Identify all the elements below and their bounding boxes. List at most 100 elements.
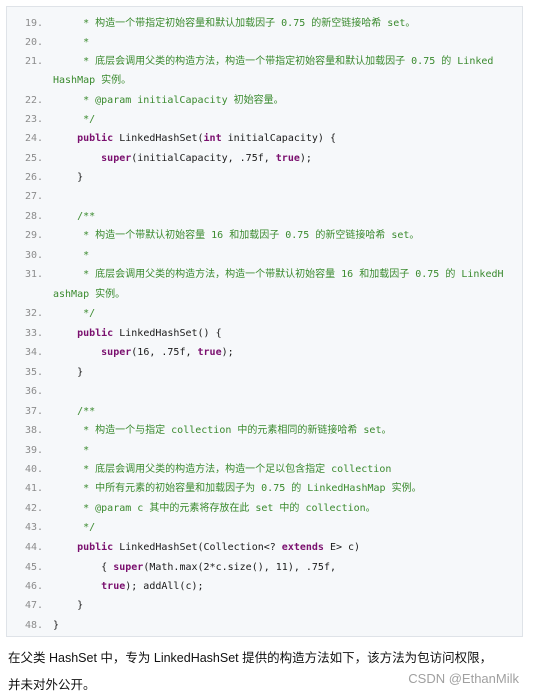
- code-token: LinkedHashSet(: [113, 133, 204, 144]
- code-text: }: [53, 596, 514, 616]
- code-text: ashMap 实例。: [53, 285, 514, 305]
- code-comment: * 中所有元素的初始容量和加载因子为 0.75 的 LinkedHashMap …: [53, 483, 422, 494]
- line-number: 42.: [25, 503, 44, 514]
- code-text: *: [53, 441, 514, 461]
- code-text: * 底层会调用父类的构造方法，构造一个足以包含指定 collection: [53, 460, 514, 480]
- code-comment: * 构造一个带默认初始容量 16 和加载因子 0.75 的新空链接哈希 set。: [53, 230, 420, 241]
- line-number: 29.: [25, 230, 44, 241]
- code-comment: * 构造一个与指定 collection 中的元素相同的新链接哈希 set。: [53, 425, 392, 436]
- code-comment: /**: [53, 211, 96, 222]
- code-comment: * 构造一个带指定初始容量和默认加载因子 0.75 的新空链接哈希 set。: [53, 18, 416, 29]
- code-comment: * 底层会调用父类的构造方法，构造一个足以包含指定 collection: [53, 464, 392, 475]
- code-token: );: [299, 153, 312, 164]
- code-text: public LinkedHashSet(int initialCapacity…: [53, 129, 514, 149]
- line-number: 22.: [25, 95, 44, 106]
- line-number: 40.: [25, 464, 44, 475]
- code-token: (16, .75f,: [131, 347, 198, 358]
- code-comment: * @param initialCapacity 初始容量。: [53, 95, 284, 106]
- line-number: 31.: [25, 269, 44, 280]
- code-keyword: public: [53, 328, 114, 339]
- code-keyword: public: [53, 542, 114, 553]
- code-keyword: true: [53, 581, 126, 592]
- watermark: CSDN @EthanMilk: [408, 671, 519, 686]
- code-text: */: [53, 518, 514, 538]
- code-text: * 底层会调用父类的构造方法，构造一个带默认初始容量 16 和加载因子 0.75…: [53, 265, 514, 285]
- code-keyword: true: [275, 153, 300, 164]
- line-number: 28.: [25, 211, 44, 222]
- code-text: * 中所有元素的初始容量和加载因子为 0.75 的 LinkedHashMap …: [53, 479, 514, 499]
- line-number: 38.: [25, 425, 44, 436]
- line-number: 33.: [25, 328, 44, 339]
- code-text: public LinkedHashSet(Collection<? extend…: [53, 538, 514, 558]
- code-comment: * 底层会调用父类的构造方法，构造一个带默认初始容量 16 和加载因子 0.75…: [53, 269, 504, 280]
- line-number: 43.: [25, 522, 44, 533]
- code-token: E> c): [323, 542, 361, 553]
- line-number: 46.: [25, 581, 44, 592]
- code-block: 19. * 构造一个带指定初始容量和默认加载因子 0.75 的新空链接哈希 se…: [6, 6, 523, 637]
- line-number: 25.: [25, 153, 44, 164]
- code-text: HashMap 实例。: [53, 71, 514, 91]
- line-number: 37.: [25, 406, 44, 417]
- code-text: super(16, .75f, true);: [53, 343, 514, 363]
- code-comment: */: [53, 114, 96, 125]
- line-number: 24.: [25, 133, 44, 144]
- line-number: 20.: [25, 37, 44, 48]
- line-number: 41.: [25, 483, 44, 494]
- code-keyword: super: [113, 562, 144, 573]
- code-text: * 构造一个与指定 collection 中的元素相同的新链接哈希 set。: [53, 421, 514, 441]
- line-number: 19.: [25, 18, 44, 29]
- code-token: initialCapacity) {: [221, 133, 336, 144]
- code-token: }: [53, 620, 60, 631]
- code-text: * @param c 其中的元素将存放在此 set 中的 collection。: [53, 499, 514, 519]
- code-text: * 构造一个带指定初始容量和默认加载因子 0.75 的新空链接哈希 set。: [53, 14, 514, 34]
- code-text: */: [53, 110, 514, 130]
- code-comment: * @param c 其中的元素将存放在此 set 中的 collection。: [53, 503, 376, 514]
- line-number: 34.: [25, 347, 44, 358]
- code-comment: *: [53, 445, 90, 456]
- code-text: }: [53, 363, 514, 383]
- code-text: *: [53, 33, 514, 53]
- code-token: );: [221, 347, 234, 358]
- code-text: */: [53, 304, 514, 324]
- code-token: LinkedHashSet() {: [113, 328, 222, 339]
- code-comment: *: [53, 250, 90, 261]
- line-number: 26.: [25, 172, 44, 183]
- code-comment: /**: [53, 406, 96, 417]
- code-token: ); addAll(c);: [125, 581, 204, 592]
- line-number: 39.: [25, 445, 44, 456]
- code-keyword: int: [203, 133, 222, 144]
- line-number: 27.: [25, 191, 44, 202]
- code-text: }: [53, 616, 514, 636]
- line-number: 35.: [25, 367, 44, 378]
- code-keyword: public: [53, 133, 114, 144]
- code-keyword: super: [53, 153, 132, 164]
- code-text: { super(Math.max(2*c.size(), 11), .75f,: [53, 558, 514, 578]
- code-comment: */: [53, 308, 96, 319]
- line-number: 48.: [25, 620, 44, 631]
- line-number: 21.: [25, 56, 44, 67]
- code-comment: */: [53, 522, 96, 533]
- code-token: (initialCapacity, .75f,: [131, 153, 276, 164]
- code-text: public LinkedHashSet() {: [53, 324, 514, 344]
- body-paragraph-line2: 并未对外公开。: [8, 678, 96, 692]
- code-keyword: extends: [281, 542, 324, 553]
- code-keyword: super: [53, 347, 132, 358]
- code-text: super(initialCapacity, .75f, true);: [53, 149, 514, 169]
- code-keyword: true: [197, 347, 222, 358]
- code-token: }: [53, 367, 84, 378]
- code-text: * 底层会调用父类的构造方法，构造一个带指定初始容量和默认加载因子 0.75 的…: [53, 52, 514, 72]
- code-text: }: [53, 168, 514, 188]
- code-token: }: [53, 600, 84, 611]
- code-text: /**: [53, 207, 514, 227]
- code-comment: *: [53, 37, 90, 48]
- code-text: * @param initialCapacity 初始容量。: [53, 91, 514, 111]
- line-number: 47.: [25, 600, 44, 611]
- line-number: 32.: [25, 308, 44, 319]
- code-text: true); addAll(c);: [53, 577, 514, 597]
- code-token: LinkedHashSet(Collection<?: [113, 542, 282, 553]
- code-text: *: [53, 246, 514, 266]
- code-comment: ashMap 实例。: [53, 289, 126, 300]
- code-comment: * 底层会调用父类的构造方法，构造一个带指定初始容量和默认加载因子 0.75 的…: [53, 56, 494, 67]
- body-paragraph-line1: 在父类 HashSet 中，专为 LinkedHashSet 提供的构造方法如下…: [8, 651, 493, 665]
- line-number: 44.: [25, 542, 44, 553]
